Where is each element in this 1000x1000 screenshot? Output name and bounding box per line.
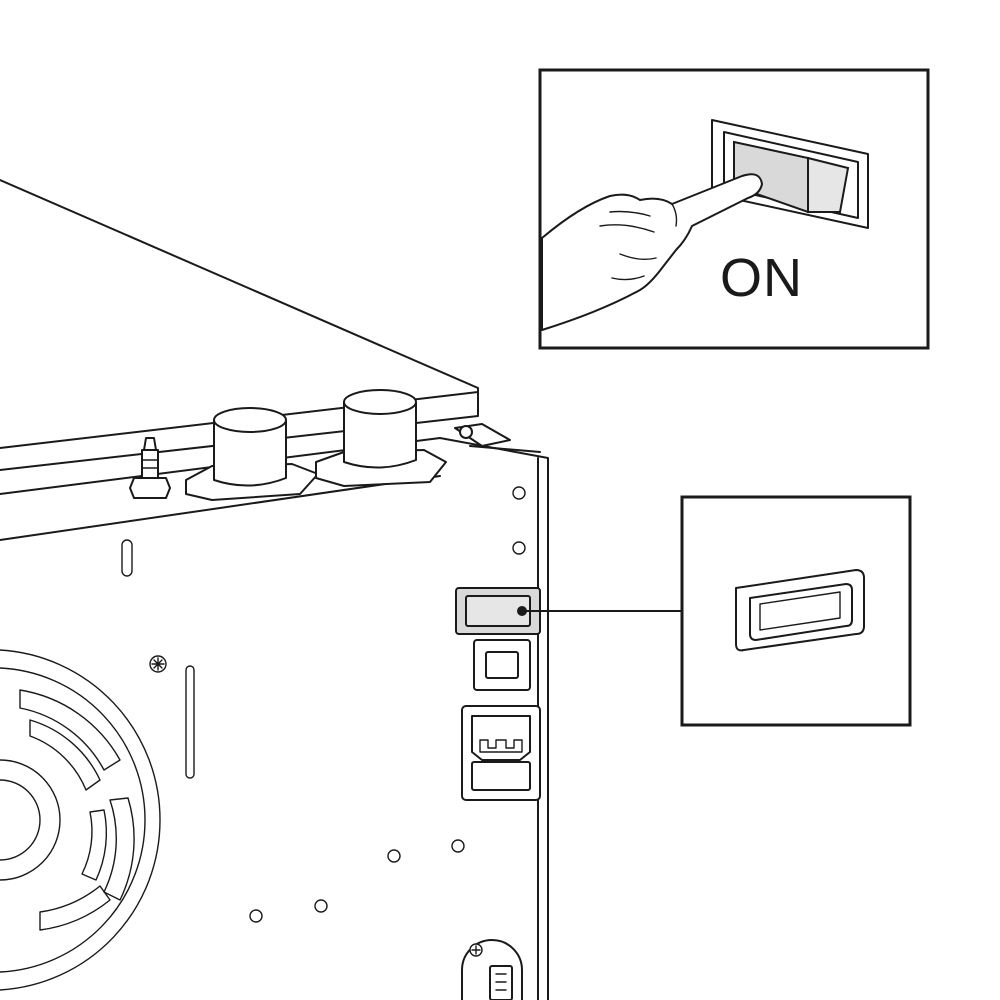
power-inlet-icon (461, 705, 541, 801)
fan-grille-icon (0, 649, 161, 991)
switch-zoom-box (680, 495, 912, 727)
rocker-switch-pressed (711, 119, 869, 229)
secondary-switch (473, 639, 531, 691)
pointing-hand-icon (541, 173, 763, 331)
screw-hole (512, 541, 526, 555)
screw-hole (451, 839, 465, 853)
screw-hole (387, 849, 401, 863)
screw-hole (512, 486, 526, 500)
hose-barb-icon (129, 437, 171, 499)
water-outlet-icon (185, 389, 447, 501)
mounting-tab-hole (459, 425, 473, 439)
vent-slot (121, 539, 133, 577)
rear-panel-top-edge (0, 475, 441, 541)
power-switch-icon (735, 569, 865, 652)
screw-hole (314, 899, 328, 913)
on-label: ON (720, 248, 803, 308)
vertical-rail (185, 665, 195, 779)
ground-symbol-icon (149, 655, 167, 673)
screw-hole (249, 909, 263, 923)
on-instruction-box: ON (538, 68, 930, 350)
lower-port (461, 939, 523, 1000)
appliance-power-switch[interactable] (455, 587, 541, 635)
